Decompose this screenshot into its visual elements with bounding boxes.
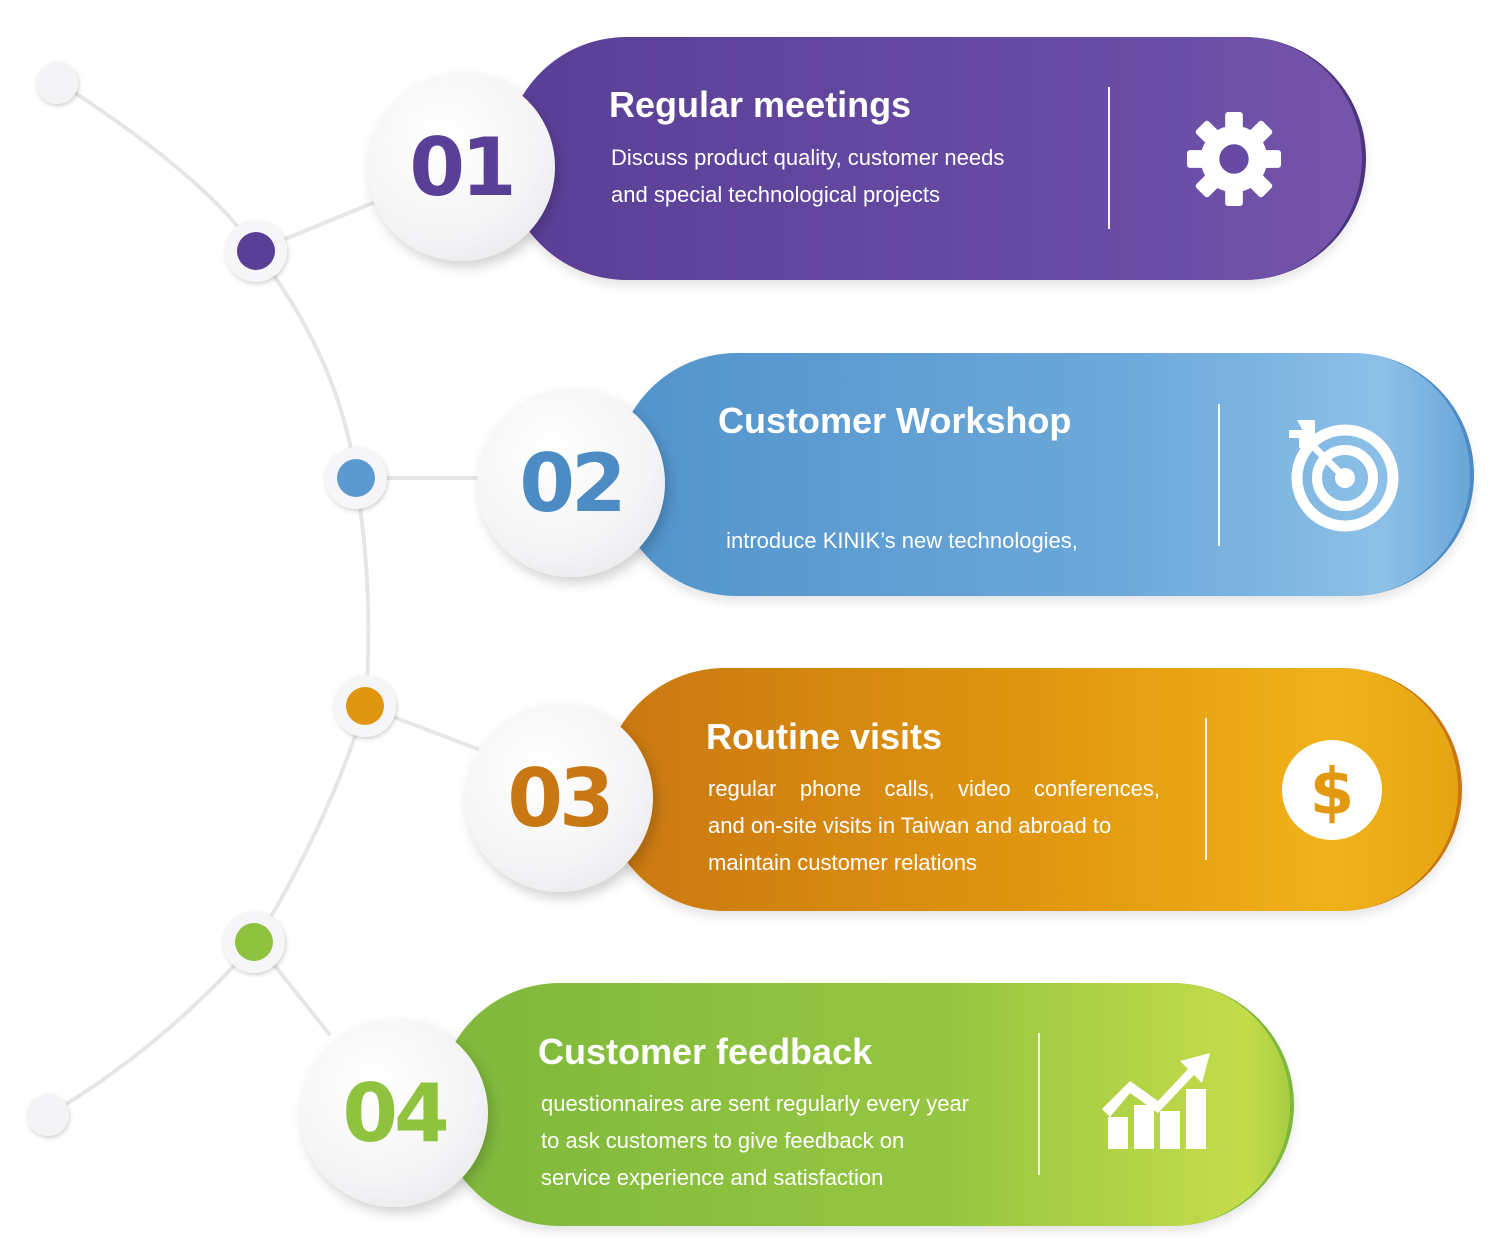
description-line: regular phone calls, video conferences, bbox=[708, 776, 1160, 801]
description-line: products and services to customers bbox=[720, 639, 1067, 664]
step-number-01: 01 bbox=[367, 73, 555, 261]
step-description-03: regular phone calls, video conferences, … bbox=[708, 770, 1160, 881]
description-line: to ask customers to give feedback on bbox=[541, 1128, 905, 1153]
step-description-04: questionnaires are sent regularly every … bbox=[541, 1085, 969, 1196]
divider-02 bbox=[1218, 404, 1220, 546]
end-node-top bbox=[36, 62, 78, 104]
growth-chart-icon bbox=[1102, 1053, 1210, 1149]
target-icon bbox=[1289, 420, 1399, 532]
description-line: and special technological projects bbox=[611, 182, 940, 207]
step-description-02: introduce KINIK’s new technologies, prod… bbox=[720, 448, 1078, 707]
description-line: maintain customer relations bbox=[708, 850, 978, 875]
node-01 bbox=[225, 220, 287, 282]
svg-text:$: $ bbox=[1310, 756, 1355, 830]
gear-icon bbox=[1186, 111, 1282, 207]
description-line: service experience and satisfaction bbox=[541, 1165, 884, 1190]
step-title-02: Customer Workshop bbox=[718, 400, 1072, 441]
step-number-04: 04 bbox=[300, 1019, 488, 1207]
step-number-02: 02 bbox=[477, 389, 665, 577]
node-02 bbox=[325, 447, 387, 509]
description-line: Discuss product quality, customer needs bbox=[611, 145, 1005, 170]
step-title-01: Regular meetings bbox=[609, 84, 912, 125]
description-line: introduce KINIK’s new technologies, bbox=[720, 528, 1078, 553]
dollar-icon: $ bbox=[1282, 740, 1382, 840]
step-description-01: Discuss product quality, customer needs … bbox=[611, 139, 1004, 213]
description-line: questionnaires are sent regularly every … bbox=[541, 1091, 970, 1116]
divider-01 bbox=[1108, 87, 1110, 229]
description-line: and on-site visits in Taiwan and abroad … bbox=[708, 813, 1112, 838]
divider-03 bbox=[1205, 718, 1207, 860]
step-title-03: Routine visits bbox=[706, 716, 943, 757]
node-04 bbox=[223, 911, 285, 973]
end-node-bottom bbox=[27, 1094, 69, 1136]
step-card-02 bbox=[615, 353, 1474, 596]
step-number-03: 03 bbox=[465, 704, 653, 892]
step-title-04: Customer feedback bbox=[538, 1031, 873, 1072]
divider-04 bbox=[1038, 1033, 1040, 1175]
node-03 bbox=[334, 675, 396, 737]
